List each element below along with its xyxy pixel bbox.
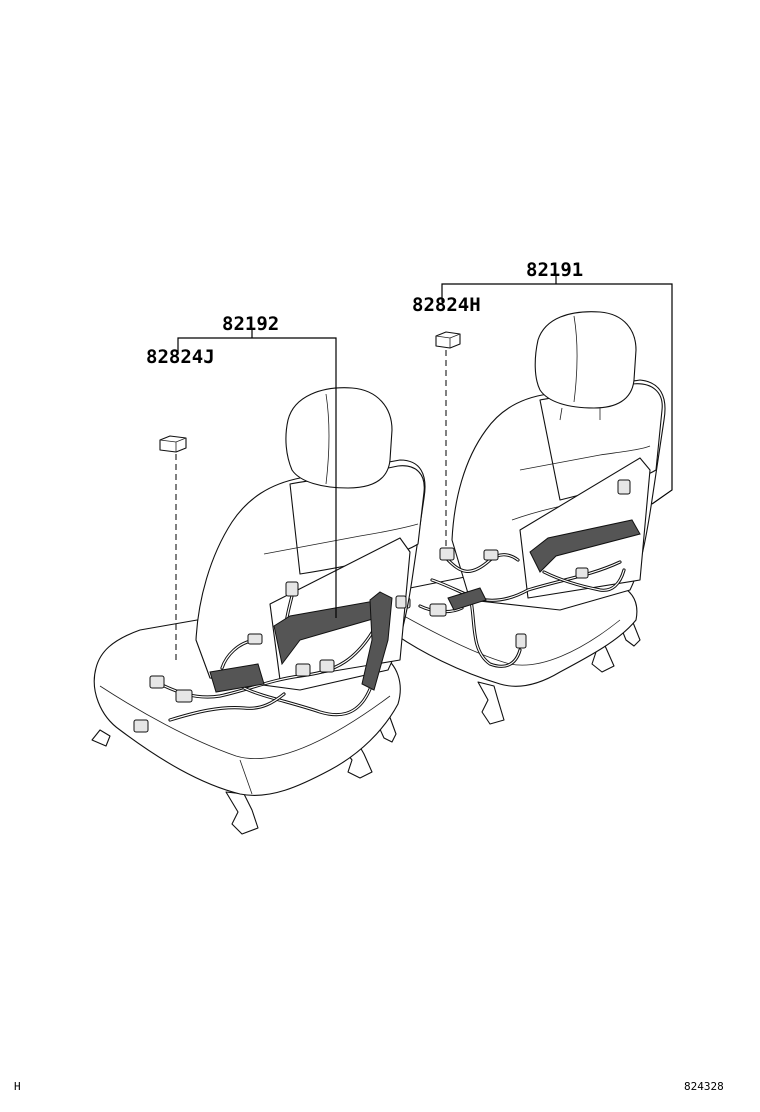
right-seat [381, 311, 666, 725]
label-82191: 82191 [526, 259, 583, 281]
footer-left-code: H [14, 1080, 21, 1093]
footer-right-code: 824328 [684, 1080, 724, 1093]
label-82824h: 82824H [412, 294, 481, 316]
leader-lines [175, 276, 673, 660]
left-wire-harness [133, 581, 407, 733]
clip-82824h [435, 331, 461, 349]
label-82824j: 82824J [146, 346, 215, 368]
label-82192: 82192 [222, 313, 279, 335]
left-seat [91, 387, 426, 835]
clip-82824j [159, 435, 187, 453]
